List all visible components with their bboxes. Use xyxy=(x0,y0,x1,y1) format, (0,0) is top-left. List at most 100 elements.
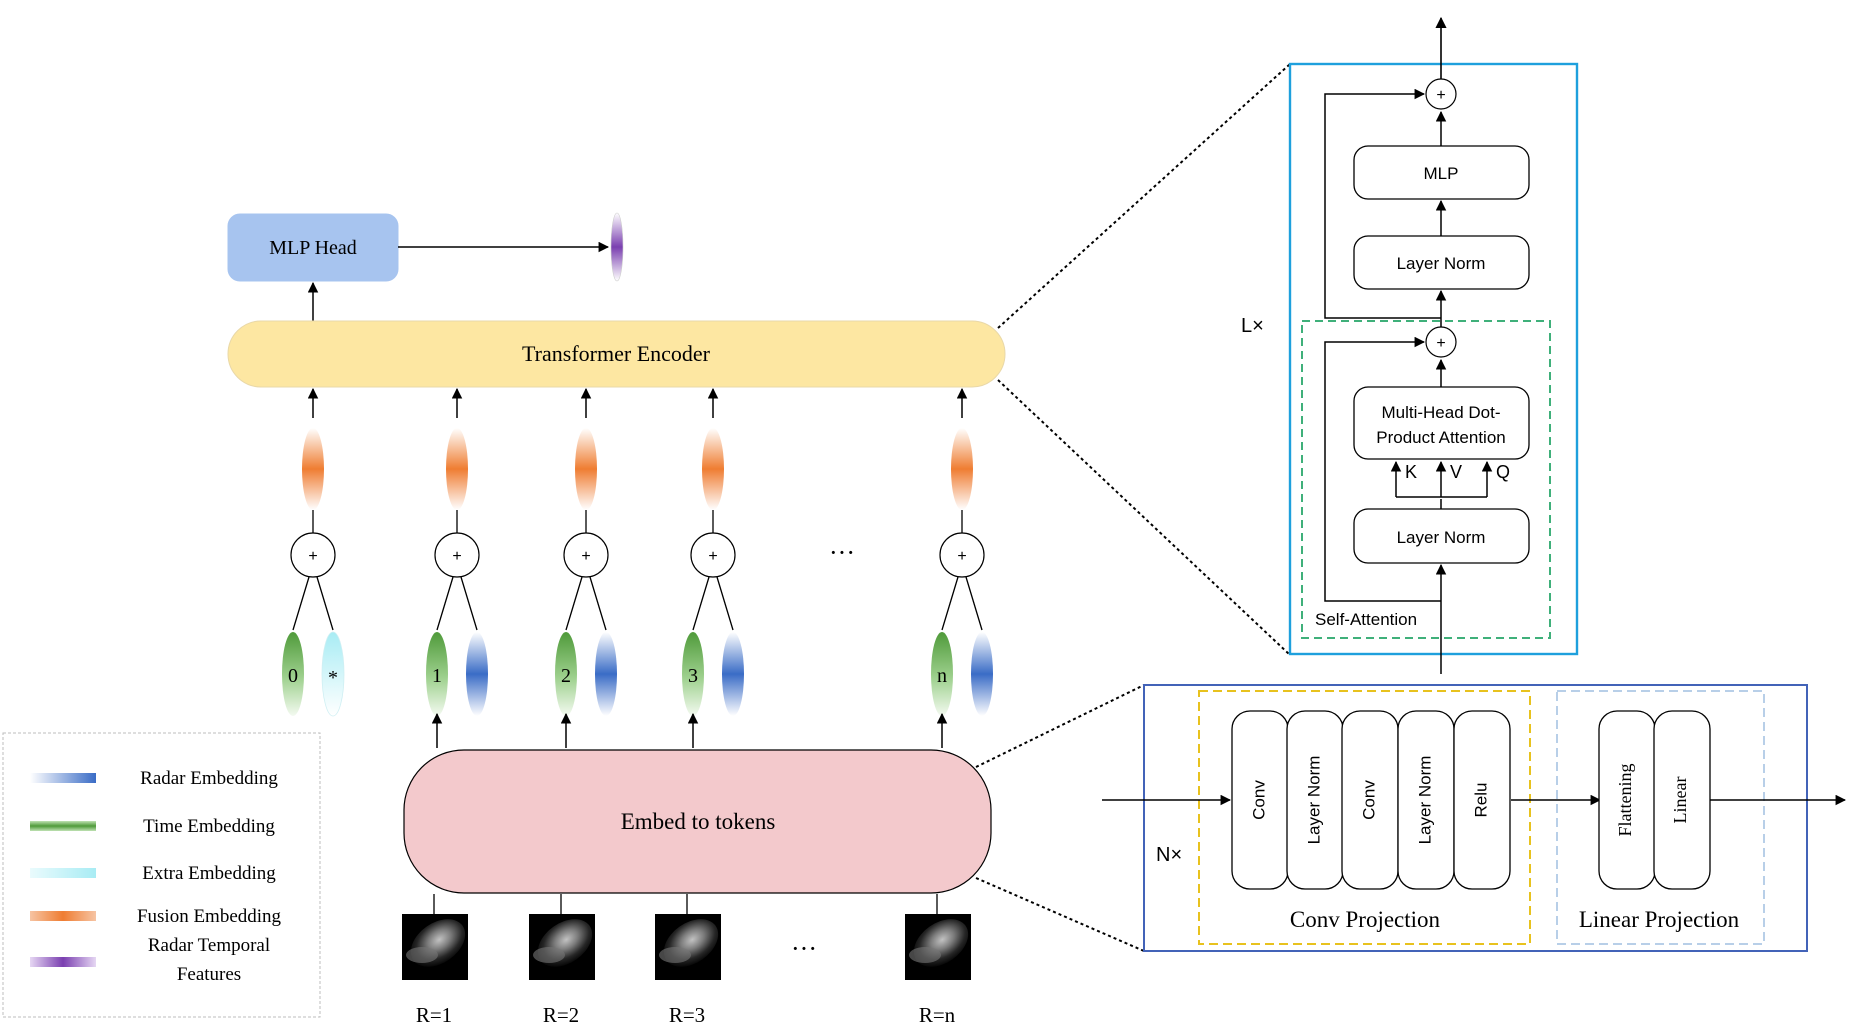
projection-repeat-label: N× xyxy=(1156,844,1182,866)
token-column: +n xyxy=(931,387,993,748)
add-operator-symbol: + xyxy=(708,548,717,565)
transformer-encoder-box xyxy=(227,320,1006,388)
encoder-detail: L× + MLP Layer Norm + Multi-Head Dot- Pr… xyxy=(1241,16,1579,674)
encoder-layer-norm-top-label: Layer Norm xyxy=(1397,254,1486,273)
token-columns: +0*+1+2+3+n xyxy=(282,387,993,748)
residual-add-top-symbol: + xyxy=(1436,87,1445,104)
legend-item: Radar Embedding xyxy=(30,768,278,789)
radar-input-label: R=1 xyxy=(416,1003,452,1027)
encoder-mlp-label: MLP xyxy=(1424,164,1459,183)
legend-item: Extra Embedding xyxy=(30,863,276,884)
legend-item: Fusion Embedding xyxy=(30,906,282,927)
embed-to-tokens-box xyxy=(403,749,992,894)
transformer-encoder-label: Transformer Encoder xyxy=(522,341,711,366)
add-operator xyxy=(939,532,985,578)
radar-input-label: R=3 xyxy=(669,1003,705,1027)
radar-input: R=1 xyxy=(402,894,468,1027)
linear-projection-block-label: Linear xyxy=(1670,777,1690,824)
radar-inputs: R=1 R=2 R=3 R=n xyxy=(402,894,971,1027)
token-ellipsis: ··· xyxy=(829,538,855,567)
legend-swatch xyxy=(30,868,96,878)
time-embedding-label: 3 xyxy=(688,665,698,687)
add-operator-symbol: + xyxy=(581,548,590,565)
add-operator-symbol: + xyxy=(308,548,317,565)
radar-embedding xyxy=(595,632,617,716)
time-embedding-label: 2 xyxy=(561,665,571,687)
legend-label: Time Embedding xyxy=(143,816,275,837)
token-column: +0 * xyxy=(282,387,345,717)
conv-projection-block: Layer Norm xyxy=(1286,710,1344,890)
svg-text:Features: Features xyxy=(177,964,241,985)
add-operator xyxy=(290,532,336,578)
legend-swatch xyxy=(30,821,96,831)
legend-swatch xyxy=(30,957,96,967)
add-operator xyxy=(690,532,736,578)
time-embedding xyxy=(426,632,448,716)
embed-to-tokens-label: Embed to tokens xyxy=(621,809,776,834)
residual-add-mid-symbol: + xyxy=(1436,335,1445,352)
attention-label-line2: Product Attention xyxy=(1376,428,1505,447)
radar-embedding xyxy=(466,632,488,716)
conv-projection-block-label: Conv xyxy=(1249,780,1268,820)
encoder-repeat-label: L× xyxy=(1241,315,1264,337)
time-embedding xyxy=(555,632,577,716)
legend-label: Extra Embedding xyxy=(142,863,276,884)
add-operator xyxy=(434,532,480,578)
legend-swatch xyxy=(30,773,96,783)
fusion-embedding xyxy=(951,428,973,510)
time-embedding-label: 0 xyxy=(288,665,298,687)
residual-add-top xyxy=(1425,78,1457,110)
linear-projection-block: Linear xyxy=(1653,710,1711,890)
projection-detail: N× Conv Layer Norm Conv Layer Norm Relu Flat… xyxy=(1102,684,1847,952)
legend-label: Radar Embedding xyxy=(140,768,278,789)
time-embedding-label: 1 xyxy=(432,665,442,687)
mlp-head-label: MLP Head xyxy=(269,237,357,259)
encoder-layer-norm-bottom-label: Layer Norm xyxy=(1397,528,1486,547)
radar-input-label: R=2 xyxy=(543,1003,579,1027)
conv-projection-block-label: Relu xyxy=(1471,783,1490,818)
query-label: Q xyxy=(1496,462,1510,482)
legend-box xyxy=(2,732,321,1018)
linear-projection-label: Linear Projection xyxy=(1579,907,1740,932)
projection-detail-frame xyxy=(1143,684,1808,952)
encoder-detail-frame xyxy=(1288,62,1579,656)
linear-projection-block: Flattening xyxy=(1598,710,1656,890)
conv-projection-frame xyxy=(1198,690,1531,945)
conv-projection-block-label: Conv xyxy=(1359,780,1378,820)
time-embedding-label: n xyxy=(937,665,947,687)
zoom-connectors xyxy=(975,63,1291,952)
legend-swatch xyxy=(30,911,96,921)
multi-head-attention-box xyxy=(1353,386,1530,460)
radar-input: R=n xyxy=(905,894,971,1027)
conv-projection-label: Conv Projection xyxy=(1290,907,1441,932)
attention-block-frame xyxy=(1301,320,1551,639)
extra-embedding-label: * xyxy=(328,667,338,689)
value-label: V xyxy=(1450,462,1462,482)
linear-projection-frame xyxy=(1556,690,1765,945)
attention-label-line1: Multi-Head Dot- xyxy=(1381,403,1500,422)
time-embedding xyxy=(282,632,304,716)
radar-input: R=3 xyxy=(655,894,721,1027)
token-column: +1 xyxy=(426,387,488,748)
fusion-embedding xyxy=(446,428,468,510)
add-operator-symbol: + xyxy=(957,548,966,565)
add-operator xyxy=(563,532,609,578)
key-label: K xyxy=(1405,462,1417,482)
legend-label: Fusion Embedding xyxy=(137,906,282,927)
fusion-embedding xyxy=(575,428,597,510)
add-operator-symbol: + xyxy=(452,548,461,565)
time-embedding xyxy=(682,632,704,716)
conv-projection-block: Conv xyxy=(1341,710,1399,890)
token-column: +2 xyxy=(555,387,617,748)
radar-ellipsis: ··· xyxy=(791,934,817,963)
conv-projection-block: Layer Norm xyxy=(1397,710,1455,890)
radar-input: R=2 xyxy=(529,894,595,1027)
time-embedding xyxy=(931,632,953,716)
radar-input-label: R=n xyxy=(919,1003,956,1027)
legend-label: Radar Temporal xyxy=(148,935,270,956)
main-pipeline: MLP Head Transformer Encoder +0*+1+2+3+n… xyxy=(227,212,1006,1027)
conv-projection-block: Relu xyxy=(1453,710,1511,890)
conv-projection-block-label: Layer Norm xyxy=(1304,756,1323,845)
